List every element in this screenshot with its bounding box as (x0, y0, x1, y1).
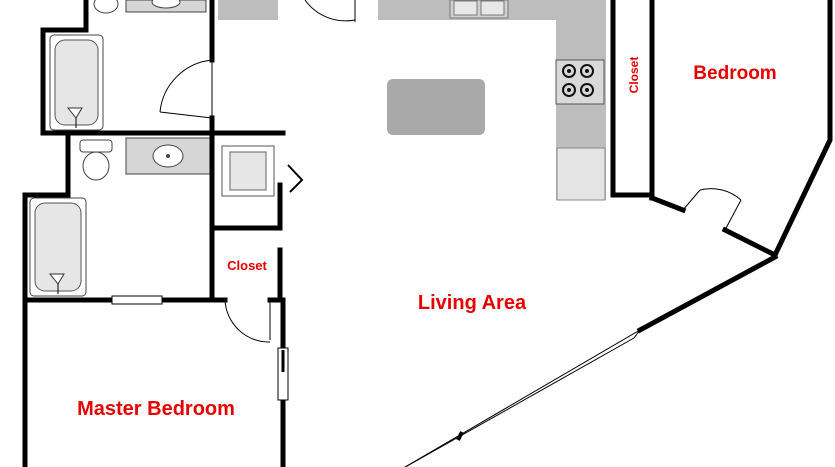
wall-bedroom-bottom-left (648, 194, 687, 214)
refrigerator (556, 147, 606, 201)
upper-counter (218, 0, 278, 20)
label-closet-hall: Closet (227, 258, 267, 273)
kitchen-island (387, 79, 485, 135)
wall-lower-bath (22, 130, 71, 467)
door-master-slider (277, 347, 289, 401)
window-living-diagonal (404, 329, 641, 467)
door-upper-bath (159, 59, 213, 119)
lower-vanity-sink-icon (125, 137, 211, 175)
wall-bedroom-bottom-right (721, 226, 779, 259)
wall-bedroom-right (771, 0, 833, 259)
door-hall-closet (224, 299, 271, 343)
kitchen-sink-icon (449, 0, 509, 19)
lower-bathtub-icon (29, 197, 87, 297)
window-master-top (111, 295, 163, 305)
label-master-bedroom: Master Bedroom (77, 398, 235, 420)
lower-toilet-icon (79, 139, 113, 181)
door-laundry (287, 164, 304, 193)
label-closet-kitchen: Closet (627, 57, 641, 94)
upper-bathtub-icon (49, 34, 104, 131)
upper-toilet-icon (93, 0, 119, 14)
stove-icon (555, 59, 605, 105)
door-top-center (304, 0, 356, 22)
washer-icon (221, 145, 275, 197)
wall-upper-bath (40, 0, 215, 136)
wall-exterior-diagonal (636, 253, 779, 334)
label-living-area: Living Area (418, 292, 527, 314)
label-bedroom: Bedroom (693, 63, 776, 84)
door-bedroom (682, 188, 742, 231)
upper-vanity-sink-icon (125, 0, 207, 13)
